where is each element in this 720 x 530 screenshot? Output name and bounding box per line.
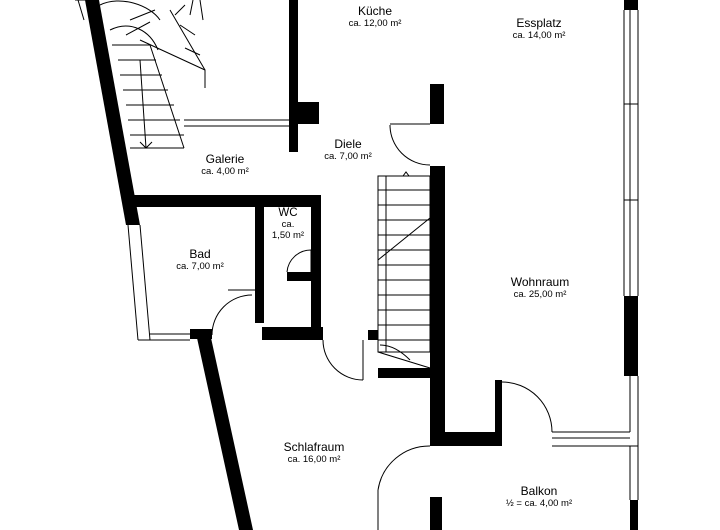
room-kueche: Küche ca. 12,00 m²: [348, 4, 402, 30]
wall-bad-bottom: [190, 329, 212, 339]
room-area: ca. 12,00 m²: [348, 17, 402, 29]
room-balkon: Balkon ½ = ca. 4,00 m²: [505, 484, 573, 510]
room-area: ½ = ca. 4,00 m²: [505, 497, 573, 509]
room-area: ca. 16,00 m²: [287, 453, 341, 465]
room-wohnraum: Wohnraum ca. 25,00 m²: [510, 275, 570, 301]
wall-right-top: [624, 0, 638, 10]
chimney: [297, 102, 319, 124]
door-diele: [389, 124, 431, 166]
room-area: ca. 25,00 m²: [513, 288, 567, 300]
room-name: Wohnraum: [510, 275, 570, 289]
wall-left-upper: [85, 0, 140, 225]
wall-wc-left: [255, 195, 264, 285]
wall-wc-bottom: [287, 272, 321, 281]
wall-wc-right: [311, 195, 321, 340]
wall-kitchen-door-right: [430, 84, 444, 124]
walls: [85, 0, 638, 530]
wall-central-bottom: [430, 432, 502, 446]
room-name: Essplatz: [516, 16, 562, 30]
room-name: Galerie: [205, 152, 245, 166]
wall-central: [430, 166, 445, 446]
room-schlafraum: Schlafraum ca. 16,00 m²: [283, 440, 345, 466]
room-diele: Diele ca. 7,00 m²: [324, 137, 372, 163]
room-area: ca. 4,00 m²: [201, 165, 249, 177]
door-balkon-2: [377, 445, 431, 491]
room-galerie: Galerie ca. 4,00 m²: [201, 152, 249, 178]
wall-bottom-post: [430, 497, 442, 530]
thin-lines: [75, 0, 639, 530]
room-name: Diele: [334, 137, 362, 151]
door-bad: [211, 294, 253, 336]
room-name: WC: [278, 207, 298, 219]
wall-stair-post: [368, 330, 378, 340]
wall-balcony-post: [495, 380, 502, 446]
room-name: Bad: [189, 247, 211, 261]
door-wc: [286, 249, 312, 273]
room-name: Balkon: [520, 484, 558, 498]
wall-bottom-right: [630, 500, 638, 530]
room-wc: WC ca. 1,50 m²: [272, 207, 304, 242]
room-area: 1,50 m²: [271, 230, 305, 242]
room-area: ca. 7,00 m²: [176, 260, 224, 272]
door-bedroom: [322, 339, 364, 381]
door-balkon-1: [501, 381, 553, 433]
wall-kitchen-left: [289, 0, 298, 152]
room-bad: Bad ca. 7,00 m²: [176, 247, 224, 273]
room-area: ca.: [281, 219, 295, 231]
wall-stair-base: [378, 368, 432, 378]
wall-left-lower: [197, 338, 253, 530]
room-area: ca. 7,00 m²: [324, 150, 372, 162]
room-name: Küche: [357, 4, 393, 18]
room-name: Schlafraum: [283, 440, 345, 454]
wall-bad-top: [126, 195, 321, 207]
wall-bad-right: [255, 283, 264, 323]
room-area: ca. 14,00 m²: [512, 29, 566, 41]
room-essplatz: Essplatz ca. 14,00 m²: [512, 16, 566, 42]
wall-bedroom-top: [262, 327, 323, 340]
wall-right-mid: [624, 296, 638, 376]
